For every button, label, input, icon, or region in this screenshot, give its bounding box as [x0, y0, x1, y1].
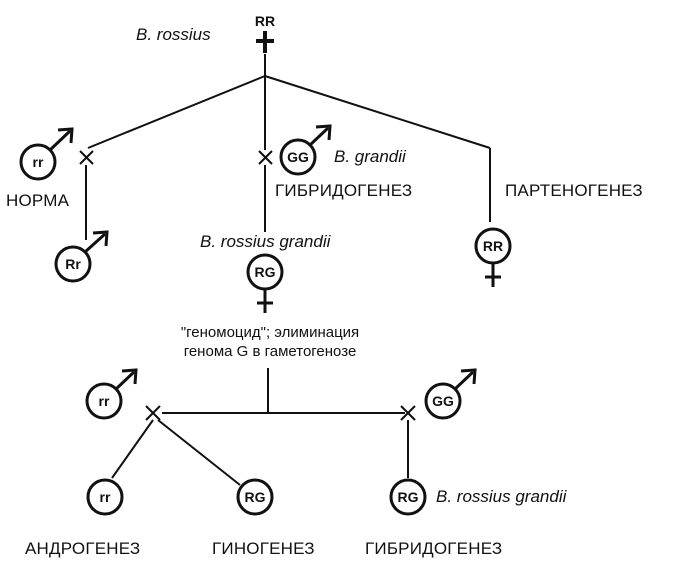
bottom-right-male-genotype: GG — [432, 393, 454, 409]
norma-male-genotype: rr — [33, 154, 44, 170]
male-symbol-norma: rr — [19, 127, 74, 181]
cross-mark-bottom-left — [145, 405, 161, 421]
male-symbol-grandii: GG — [279, 124, 332, 176]
male-symbol-bottom-left: rr — [85, 368, 138, 420]
grandii-male-genotype: GG — [287, 149, 309, 165]
cross-mark-hybrid — [258, 150, 273, 165]
gynogenesis-label: ГИНОГЕНЕЗ — [212, 539, 315, 558]
androgenesis-genotype: rr — [100, 489, 111, 505]
cross-mark-bottom-right — [400, 405, 416, 421]
cross-mark-norma — [79, 150, 94, 165]
hybrid-species-label: B. rossius grandii — [200, 232, 331, 251]
offspring-bottom-hybrid: RG — [389, 478, 427, 516]
genomocide-line-2: генома G в гаметогенозе — [183, 343, 357, 360]
genomocide-line-1: "геномоцид"; элиминация — [180, 324, 360, 341]
branch-line-norma — [87, 75, 266, 149]
hybrid-female-genotype: RG — [255, 264, 276, 280]
hybridogenesis-label-top: ГИБРИДОГЕНЕЗ — [275, 181, 413, 200]
parthenogenesis-genotype: RR — [483, 238, 503, 254]
cross-marks — [79, 150, 416, 421]
branch-line-parthenogenesis — [264, 75, 491, 149]
bottom-hybrid-species-label: B. rossius grandii — [436, 487, 567, 506]
bottom-hybrid-genotype: RG — [398, 489, 419, 505]
female-symbol-parthenogenesis: RR — [474, 227, 512, 287]
top-female-symbol: RR — [255, 13, 275, 53]
gynogenesis-genotype: RG — [245, 489, 266, 505]
gynogenesis-line — [157, 419, 241, 486]
top-species-label: B. rossius — [136, 25, 211, 44]
male-symbol-bottom-right: GG — [424, 368, 477, 420]
hybridogenesis-label-bottom: ГИБРИДОГЕНЕЗ — [365, 539, 503, 558]
offspring-gynogenesis: RG — [236, 478, 274, 516]
top-genotype: RR — [255, 13, 275, 29]
norma-offspring-genotype: Rr — [65, 256, 81, 272]
norma-label: НОРМА — [6, 191, 70, 210]
connector-lines — [85, 54, 491, 486]
offspring-androgenesis: rr — [86, 478, 124, 516]
parthenogenesis-label: ПАРТЕНОГЕНЕЗ — [505, 181, 643, 200]
female-symbol-hybrid: RG — [246, 253, 284, 313]
grandii-species-label: B. grandii — [334, 147, 406, 166]
genomocide-note: "геномоцид"; элиминация генома G в гамет… — [140, 323, 400, 361]
androgenesis-line — [111, 419, 154, 479]
bottom-left-male-genotype: rr — [99, 393, 110, 409]
male-symbol-norma-offspring: Rr — [54, 230, 109, 283]
androgenesis-label: АНДРОГЕНЕЗ — [25, 539, 141, 558]
